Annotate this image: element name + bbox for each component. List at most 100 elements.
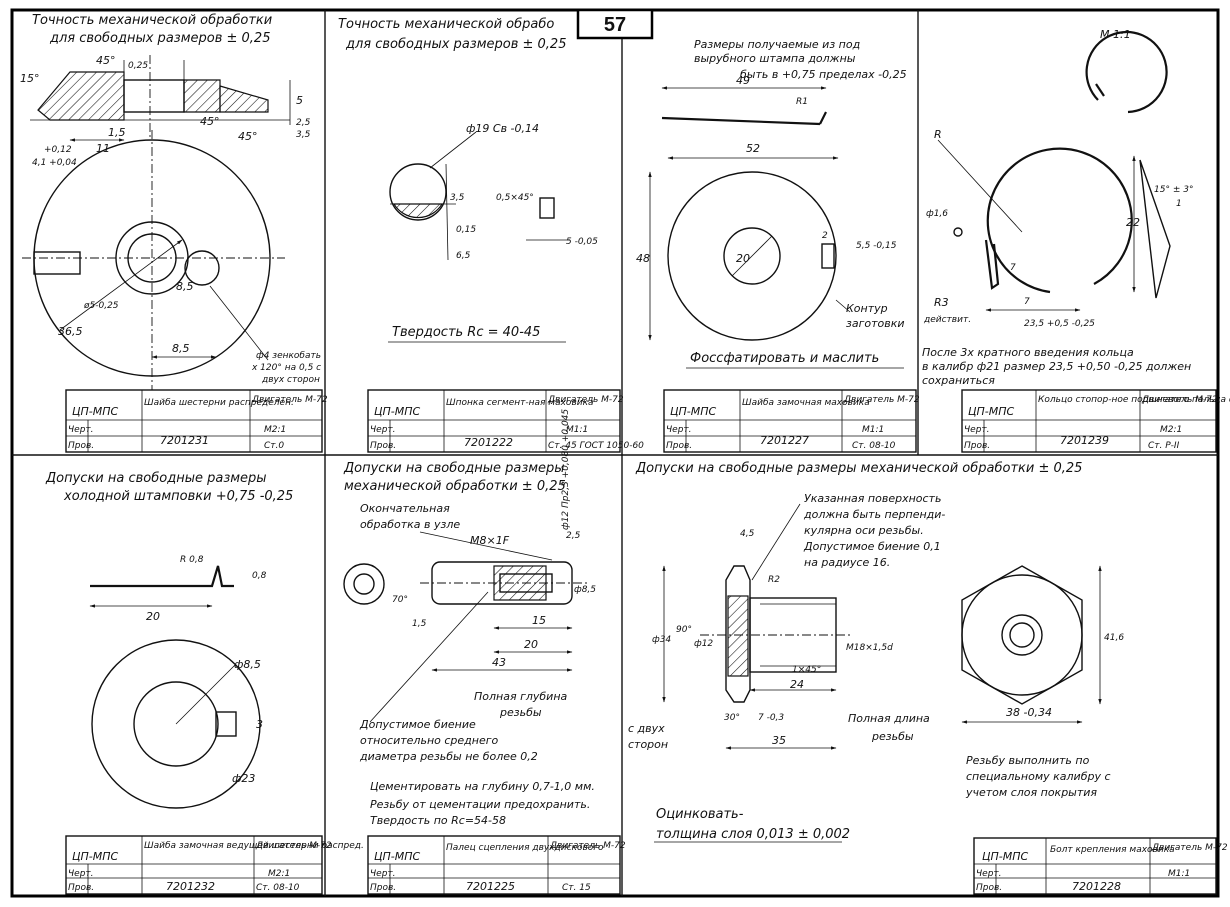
dim-5-025: ø5-0,25: [83, 301, 119, 311]
lock-washer-hole: [723, 227, 781, 285]
dim-15-len: 15: [532, 614, 546, 627]
panel-flywheel-bolt: Допуски на свободные размеры механическо…: [628, 461, 1228, 895]
stamp3-row1: Черт.: [666, 425, 692, 435]
note-surface-5: на радиусе 16.: [804, 556, 890, 569]
title-block-panel6: ЦП-МПС Палец сцепления двухдискового Дви…: [367, 835, 626, 895]
stamp7-number: 7201228: [1072, 880, 1121, 893]
washer-section-right: [219, 85, 269, 113]
dim-23: ф23: [232, 772, 255, 785]
dim-r-ring: R: [934, 128, 942, 141]
panel2-title-2: для свободных размеров ± 0,25: [345, 37, 566, 52]
dim-7a: 7: [1010, 263, 1016, 273]
dim-7b: 7: [1024, 297, 1030, 307]
title-block-panel2: ЦП-МПС Шпонка сегмент-ная маховика Двига…: [367, 389, 644, 453]
dim-025: 0,25: [128, 61, 148, 71]
dim-7: 7 -0,3: [758, 713, 784, 723]
dim-m18: М18×1,5d: [846, 643, 893, 653]
dim-55: 5,5 -0,15: [856, 241, 897, 251]
dim-45-a: 45°: [96, 54, 116, 67]
stamp1-scale: М2:1: [264, 425, 286, 435]
stamp2-row1: Черт.: [370, 425, 396, 435]
stamp7-scale: М1:1: [1168, 869, 1190, 879]
bolt-hex-center: [1001, 614, 1043, 656]
dim-r08: R 0,8: [180, 555, 204, 565]
ring-main-view: [986, 147, 1133, 294]
note-countersink-3: двух сторон: [261, 375, 320, 385]
note-thread-1: Резьбу выполнить по: [966, 754, 1090, 767]
stamp5-scale: М2:1: [268, 869, 290, 879]
pin-section: [493, 565, 547, 601]
note-final-1: Окончательная: [360, 502, 450, 515]
dim-38: 38 -0,34: [1006, 706, 1052, 719]
lock-washer-tab: [821, 243, 835, 269]
dim-70: 70°: [392, 595, 408, 605]
stamp2-material: Ст. 45 ГОСТ 1050-60: [548, 441, 644, 451]
stamp6-number: 7201225: [466, 880, 515, 893]
panel-piston-pin-ring: М 1:1 R ф1,6 22 15° ± 3° 1 7 7 R3 23,5 +…: [922, 28, 1230, 453]
stamp3-org: ЦП-МПС: [670, 405, 717, 418]
panel6-title-2: механической обработки ± 0,25: [344, 479, 566, 494]
stamp6-row2: Пров.: [370, 883, 396, 893]
dim-15-p: 1,5: [412, 619, 427, 629]
page-number: 57: [604, 14, 626, 36]
dim-20-len: 20: [524, 638, 538, 651]
dim-19: ф19 Св -0,14: [466, 122, 539, 135]
stamp6-engine: Двигатель М-72: [549, 841, 626, 851]
stamp5-row2: Пров.: [68, 883, 94, 893]
dim-85-w: ф8,5: [234, 658, 261, 671]
stamp7-org: ЦП-МПС: [982, 850, 1029, 863]
stamp3-name: Шайба замочная маховика: [742, 398, 870, 408]
stamp4-org: ЦП-МПС: [968, 405, 1015, 418]
key-profile-circle: [389, 163, 447, 221]
panel-flywheel-lock-washer: Размеры получаемые из под вырубного штам…: [636, 38, 920, 453]
dim-48: 48: [636, 252, 650, 265]
dim-3: 3: [256, 718, 263, 731]
stamp3-material: Ст. 08-10: [852, 441, 896, 451]
dim-r1: R1: [796, 97, 808, 107]
stamp6-name: Палец сцепления двухдискового: [446, 843, 604, 853]
stamp7-engine: Двигатель М-72: [1151, 843, 1228, 853]
panel-clutch-pin: Допуски на свободные размеры механическо…: [343, 409, 626, 895]
panel2-title-1: Точность механической обрабо: [338, 17, 554, 32]
dim-08: 0,8: [252, 571, 267, 581]
countersink-hole: [184, 250, 220, 286]
dim-16: ф1,6: [926, 209, 948, 219]
note-ring-2: в калибр ф21 размер 23,5 +0,50 -0,25 дол…: [922, 360, 1191, 373]
stamp2-scale: М1:1: [566, 425, 588, 435]
dim-65: 6,5: [456, 251, 471, 261]
stamp2-engine: Двигатель М-72: [547, 395, 624, 405]
stamp1-number: 7201231: [160, 434, 209, 447]
lock-washer-outer: [667, 171, 837, 341]
panel3-title-2: вырубного штампа должны: [694, 52, 856, 65]
dim-015: 0,15: [456, 225, 476, 235]
panel1-title-2: для свободных размеров ± 0,25: [49, 31, 270, 46]
note-thread-depth-2: резьбы: [499, 706, 542, 719]
stamp5-material: Ст. 08-10: [256, 883, 300, 893]
dim-15: 15°: [20, 72, 40, 85]
note-hardness: Твердость Rc = 40-45: [392, 325, 540, 340]
dim-35-key: 3,5: [450, 193, 465, 203]
washer-section-left: [37, 71, 125, 121]
stamp5-org: ЦП-МПС: [72, 850, 119, 863]
dim-chamfer-1: 1×45°: [792, 665, 821, 675]
note-thread-2: специальному калибру с: [966, 770, 1111, 783]
stamp3-scale: М1:1: [862, 425, 884, 435]
stamp5-engine: Двигатель М-72: [255, 841, 332, 851]
dim-365: 36,5: [58, 325, 83, 338]
washer-notch: [33, 251, 81, 275]
ring-wire-section: [953, 227, 963, 237]
dim-45-c: 45°: [238, 130, 258, 143]
dim-52: 52: [746, 142, 760, 155]
panel-gear-washer: Точность механической обработки для своб…: [20, 13, 328, 453]
note-ring-1: После 3х кратного введения кольца: [922, 346, 1134, 359]
title-block-panel3: ЦП-МПС Шайба замочная маховика Двигатель…: [663, 389, 920, 453]
stamp6-row1: Черт.: [370, 869, 396, 879]
dim-m8: М8×1F: [470, 534, 510, 547]
stamp2-name: Шпонка сегмент-ная маховика: [446, 398, 594, 408]
note-zinc-2: толщина слоя 0,013 ± 0,002: [656, 827, 850, 842]
lock-washer-plan: [91, 639, 261, 809]
dim-85-p: ф8,5: [574, 585, 596, 595]
stamp6-material: Ст. 15: [562, 883, 591, 893]
ring-side-view: [1139, 159, 1171, 299]
title-block-panel4: ЦП-МПС Кольцо стопор-ное поршневого паль…: [961, 389, 1230, 453]
